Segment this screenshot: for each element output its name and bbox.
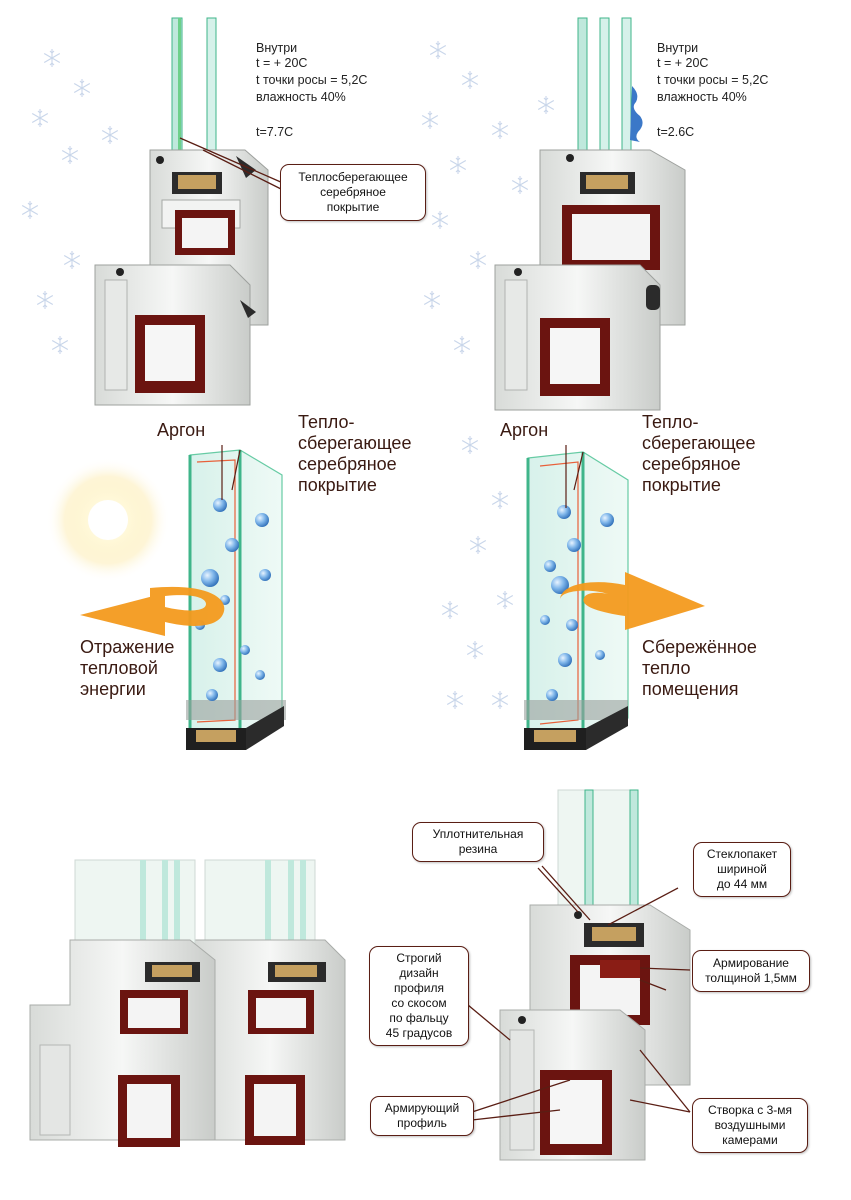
left-dew-point-line: t точки росы = 5,2C: [256, 73, 368, 87]
left-humidity-line: влажность 40%: [256, 90, 346, 104]
profile-3d-pair: [29, 859, 346, 1147]
argon-bubbles-right: [540, 505, 614, 701]
reinforcing-profile-callout: Армирующий профиль: [370, 1096, 474, 1136]
argon-bubbles-left: [195, 498, 271, 701]
reflection-label: Отражение тепловой энергии: [80, 637, 175, 699]
glass-unit-left: [186, 449, 286, 750]
argon-label-left: Аргон: [157, 420, 206, 440]
right-humidity-line: влажность 40%: [657, 90, 747, 104]
glass-unit-callout: Стеклопакет шириной до 44 мм: [693, 842, 791, 897]
saved-heat-label: Сбережённое тепло помещения: [642, 637, 757, 699]
reinforcement-callout: Армирование толщиной 1,5мм: [692, 950, 810, 992]
reflection-arrow: [80, 586, 225, 636]
profile-section-left: [94, 17, 269, 406]
profile-annotated: [499, 789, 691, 1161]
left-temp-line: t = + 20C: [256, 56, 308, 70]
callout-leaders: [461, 865, 691, 1121]
coating-label-left: Тепло- сберегающее серебряное покрытие: [298, 412, 412, 495]
right-inside-label: Внутри: [657, 41, 699, 55]
right-surface-temp: t=2.6C: [657, 125, 695, 139]
right-dew-point-line: t точки росы = 5,2C: [657, 73, 769, 87]
sash-callout: Створка с 3-мя воздушными камерами: [692, 1098, 808, 1153]
left-inside-label: Внутри: [256, 41, 298, 55]
saved-heat-arrow: [560, 572, 705, 630]
coating-label-right: Тепло- сберегающее серебряное покрытие: [642, 412, 756, 495]
coating-callout: Теплосберегающее серебряное покрытие: [280, 164, 426, 221]
sun-core: [88, 500, 128, 540]
right-temp-line: t = + 20C: [657, 56, 709, 70]
design-callout: Строгий дизайн профиля со скосом по фаль…: [369, 946, 469, 1046]
argon-label-right: Аргон: [500, 420, 549, 440]
profile-section-right: [494, 17, 686, 411]
seal-callout: Уплотнительная резина: [412, 822, 544, 862]
left-surface-temp: t=7.7C: [256, 125, 294, 139]
